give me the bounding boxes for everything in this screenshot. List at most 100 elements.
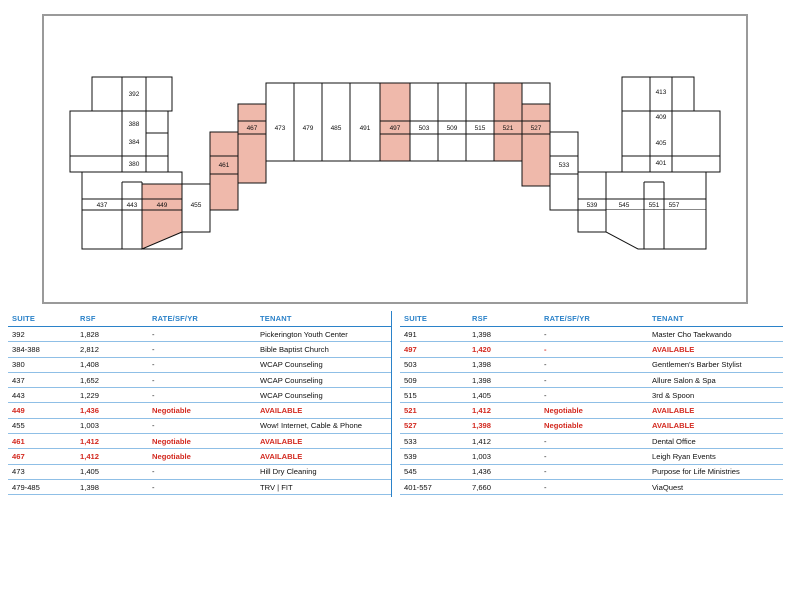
suite-label-384: 384 bbox=[129, 139, 140, 146]
rate-cell: - bbox=[152, 390, 155, 400]
suite-cell: 461 bbox=[12, 436, 25, 446]
suite-503[interactable] bbox=[409, 82, 439, 162]
suite-515[interactable] bbox=[465, 82, 495, 162]
suite-label-539: 539 bbox=[587, 202, 598, 209]
tenant-cell: Pickerington Youth Center bbox=[260, 329, 348, 339]
tenant-cell: AVAILABLE bbox=[260, 406, 303, 416]
table-divider bbox=[391, 311, 392, 497]
rate-cell: - bbox=[152, 360, 155, 370]
suite-label-467: 467 bbox=[247, 125, 258, 132]
rate-cell: Negotiable bbox=[544, 421, 583, 431]
rsf-cell: 7,660 bbox=[472, 482, 492, 492]
rsf-cell: 1,436 bbox=[472, 467, 492, 477]
tenant-cell: Hill Dry Cleaning bbox=[260, 467, 317, 477]
suite-392[interactable] bbox=[121, 76, 147, 112]
tenant-cell: Gentlemen's Barber Stylist bbox=[652, 360, 742, 370]
suite-label-473: 473 bbox=[275, 125, 286, 132]
suite-533[interactable] bbox=[549, 131, 579, 211]
suite-449[interactable] bbox=[141, 183, 183, 250]
header-rate: RATE/SF/YR bbox=[544, 314, 591, 323]
suite-473[interactable] bbox=[265, 82, 295, 162]
suite-479[interactable] bbox=[293, 82, 323, 162]
rsf-cell: 1,398 bbox=[472, 375, 492, 385]
tenant-cell: TRV | FIT bbox=[260, 482, 293, 492]
suite-467[interactable] bbox=[237, 103, 267, 184]
suite-cell: 533 bbox=[404, 436, 417, 446]
suite-485[interactable] bbox=[321, 82, 351, 162]
suite-cell: 401-557 bbox=[404, 482, 432, 492]
suite-label-545: 545 bbox=[619, 202, 630, 209]
suite-label-380: 380 bbox=[129, 161, 140, 168]
suite-label-485: 485 bbox=[331, 125, 342, 132]
tenant-cell: 3rd & Spoon bbox=[652, 390, 695, 400]
rsf-cell: 1,412 bbox=[472, 406, 492, 416]
tenant-cell: Master Cho Taekwando bbox=[652, 329, 732, 339]
suite-461[interactable] bbox=[209, 131, 239, 211]
suite-cell: 509 bbox=[404, 375, 417, 385]
suite-label-449: 449 bbox=[157, 202, 168, 209]
rsf-cell: 1,229 bbox=[80, 390, 100, 400]
rsf-cell: 1,408 bbox=[80, 360, 100, 370]
tenant-cell: AVAILABLE bbox=[260, 452, 303, 462]
suite-cell: 521 bbox=[404, 406, 417, 416]
header-rsf: RSF bbox=[472, 314, 488, 323]
tenant-cell: Dental Office bbox=[652, 436, 696, 446]
suite-509[interactable] bbox=[437, 82, 467, 162]
rsf-cell: 1,412 bbox=[80, 436, 100, 446]
suite-491[interactable] bbox=[349, 82, 381, 162]
suite-527[interactable] bbox=[521, 103, 551, 187]
suite-label-503: 503 bbox=[419, 125, 430, 132]
suite-cell: 473 bbox=[12, 467, 25, 477]
suite-label-392: 392 bbox=[129, 91, 140, 98]
rate-cell: Negotiable bbox=[152, 406, 191, 416]
header-rate: RATE/SF/YR bbox=[152, 314, 199, 323]
suite-label-443: 443 bbox=[127, 202, 138, 209]
suite-cell: 503 bbox=[404, 360, 417, 370]
rate-cell: - bbox=[544, 344, 547, 354]
rsf-cell: 1,398 bbox=[472, 329, 492, 339]
rate-cell: - bbox=[544, 452, 547, 462]
suite-cell: 392 bbox=[12, 329, 25, 339]
suite-cell: 479-485 bbox=[12, 482, 40, 492]
suite-label-413: 413 bbox=[656, 89, 667, 96]
rsf-cell: 1,398 bbox=[80, 482, 100, 492]
rate-cell: - bbox=[152, 329, 155, 339]
rate-cell: Negotiable bbox=[152, 452, 191, 462]
suite-label-509: 509 bbox=[447, 125, 458, 132]
suite-521[interactable] bbox=[493, 82, 523, 162]
suite-497[interactable] bbox=[379, 82, 411, 162]
rsf-cell: 1,412 bbox=[472, 436, 492, 446]
suite-384-388[interactable] bbox=[121, 110, 147, 157]
rsf-cell: 1,398 bbox=[472, 360, 492, 370]
left-tower bbox=[69, 76, 173, 173]
suite-label-455: 455 bbox=[191, 202, 202, 209]
suite-cell: 449 bbox=[12, 406, 25, 416]
suite-label-479: 479 bbox=[303, 125, 314, 132]
floor-plan-frame: 392 388 384 380 437 443 449 455 4 bbox=[42, 14, 748, 304]
right-lower-wing bbox=[577, 171, 707, 250]
